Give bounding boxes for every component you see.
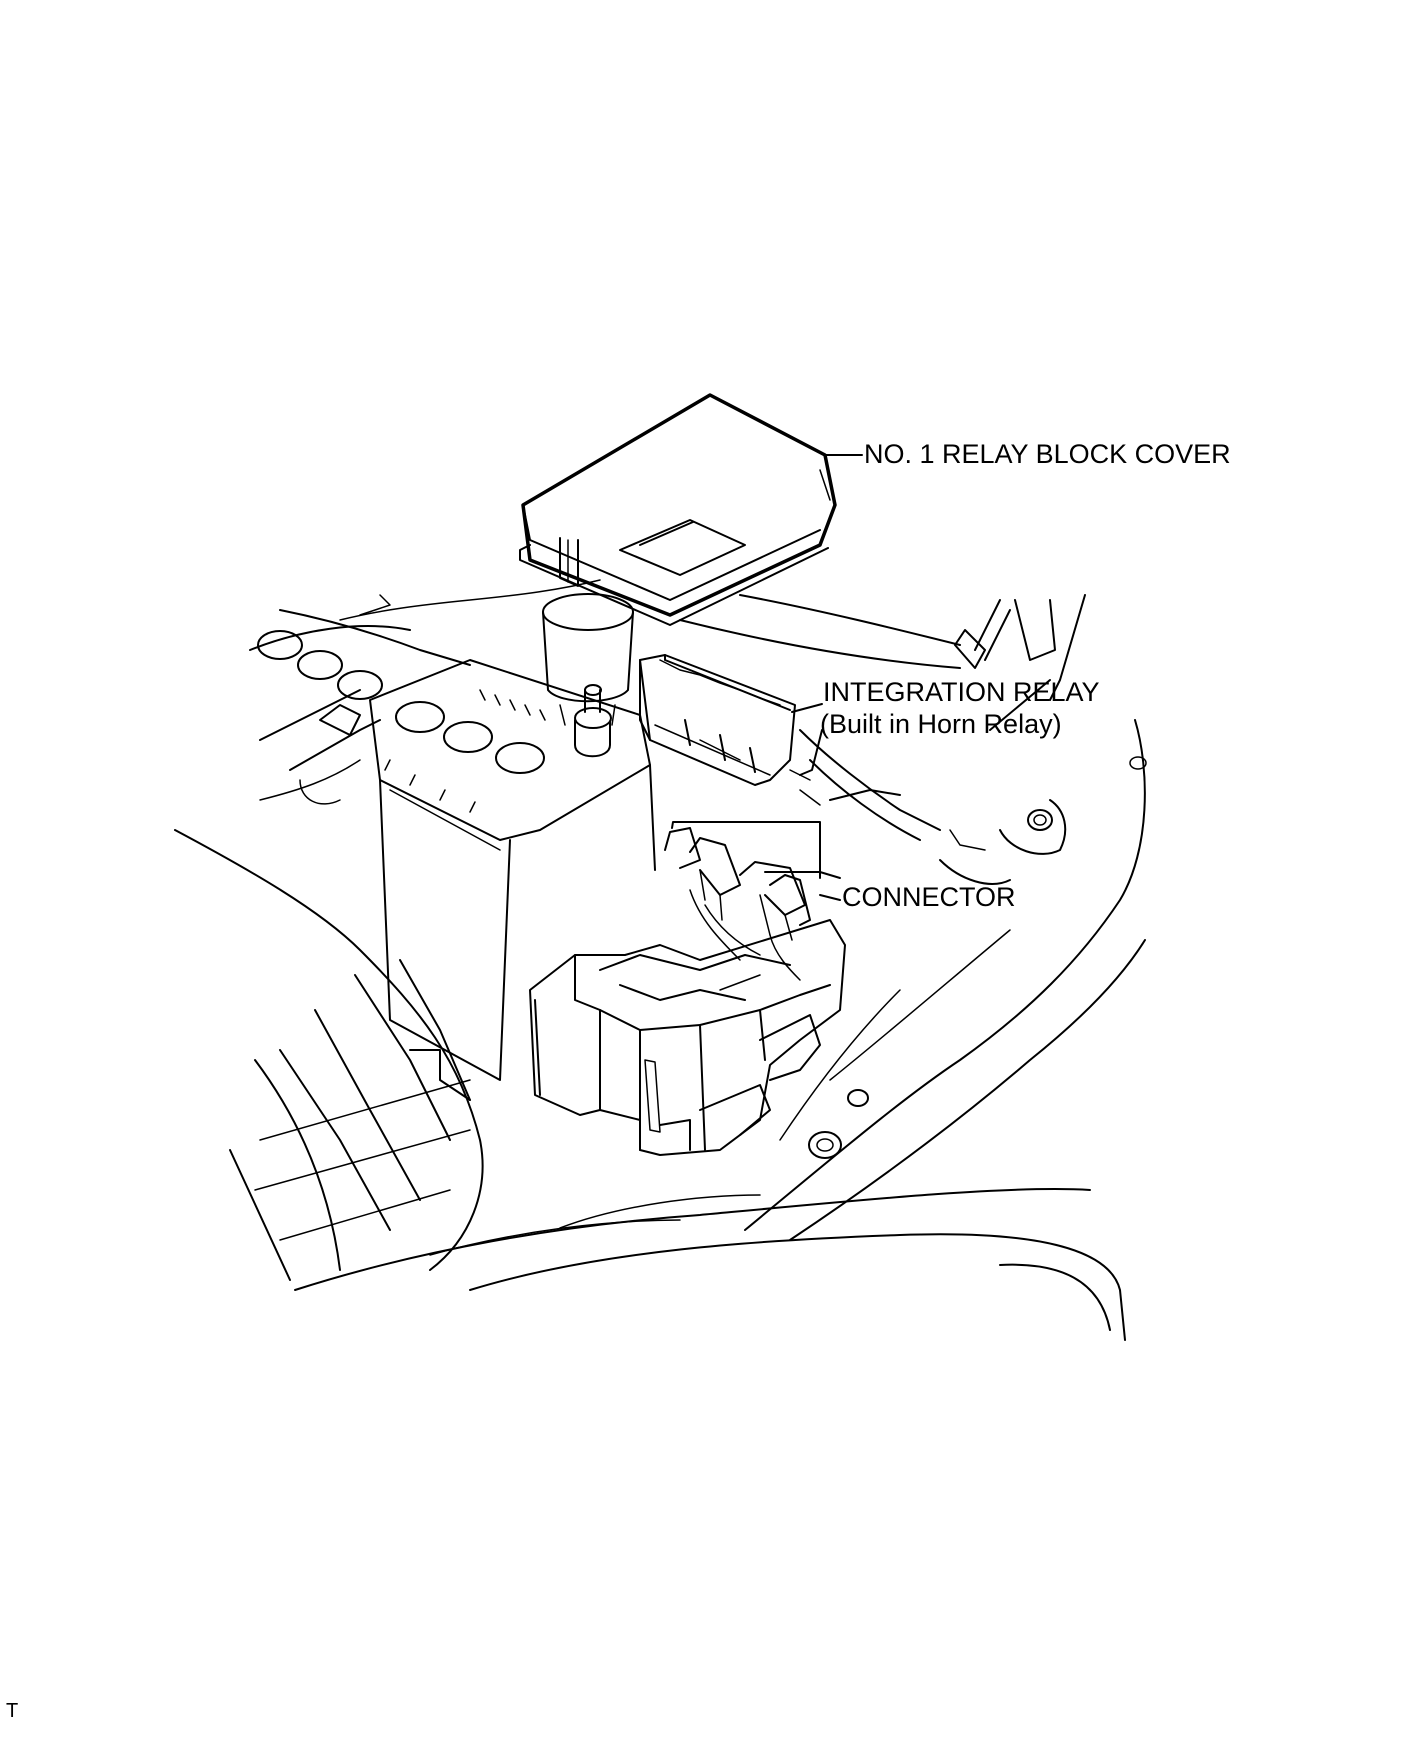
battery: [369, 659, 656, 1081]
hood-rods: [679, 594, 1147, 770]
body-panel-lines: [294, 719, 1146, 1341]
canister: [542, 593, 634, 726]
integration-relay-sublabel: (Built in Horn Relay): [820, 709, 1062, 739]
leader-lines: [671, 454, 863, 901]
relay-block-cover: [519, 393, 837, 626]
figure-code: T: [6, 1700, 19, 1722]
connector-assembly: [664, 827, 811, 981]
air-intake-grille: [174, 829, 484, 1281]
relay-block-cover-label: NO. 1 RELAY BLOCK COVER: [864, 439, 1231, 469]
hoses-right: [789, 729, 941, 841]
integration-relay: [639, 654, 796, 786]
upper-left-structure: [249, 579, 601, 805]
fasteners: [808, 799, 1067, 1159]
integration-relay-label: INTEGRATION RELAY: [823, 677, 1100, 707]
connector-label: CONNECTOR: [842, 882, 1016, 912]
relay-block-base: [529, 919, 846, 1156]
